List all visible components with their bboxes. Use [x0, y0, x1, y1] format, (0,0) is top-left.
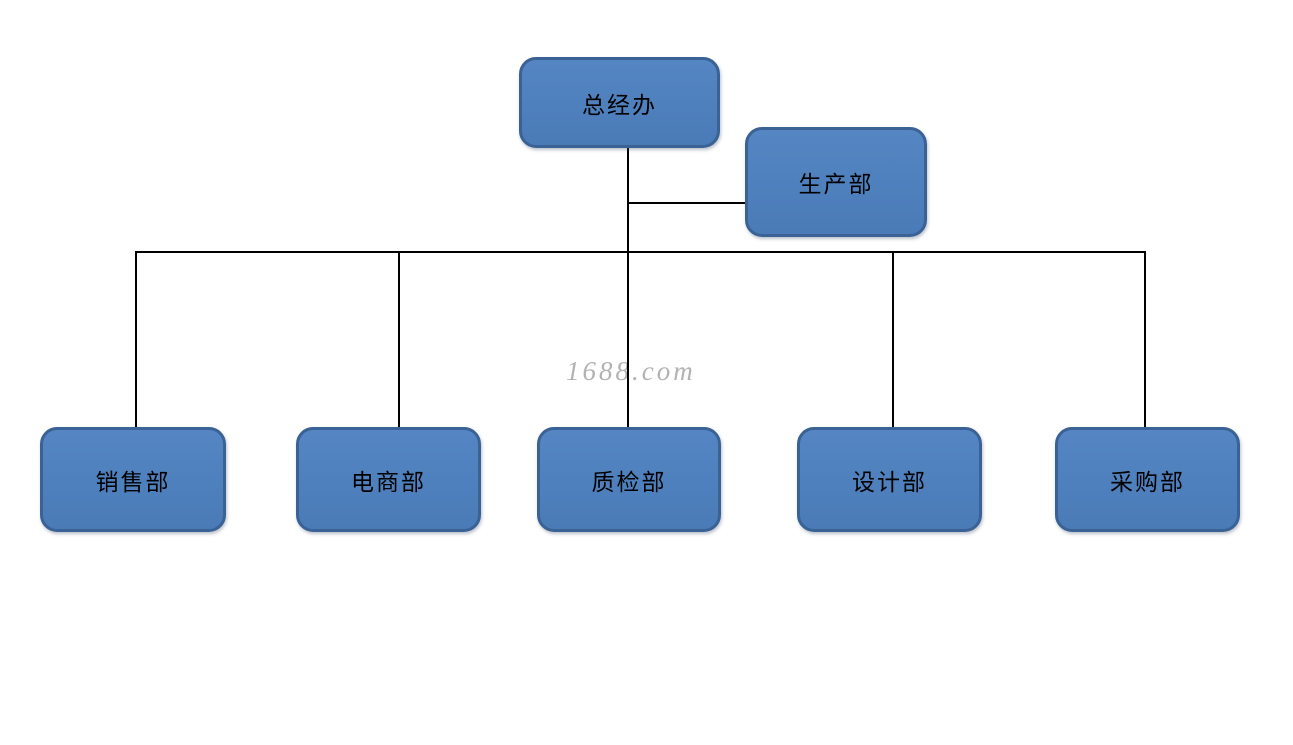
connector-drop-purchasing: [1144, 251, 1146, 427]
watermark-text: 1688.com: [566, 356, 696, 386]
node-ecommerce-dept-label: 电商部: [351, 469, 426, 495]
node-sales-dept: 销售部: [40, 427, 226, 532]
node-general-manager-office: 总经办: [519, 57, 720, 148]
connector-horizontal-bus: [135, 251, 1146, 253]
node-production-dept: 生产部: [745, 127, 927, 237]
node-purchasing-dept-label: 采购部: [1110, 469, 1185, 495]
connector-drop-sales: [135, 251, 137, 427]
node-quality-inspection-dept: 质检部: [537, 427, 721, 532]
connector-root-vertical: [627, 148, 629, 427]
node-sales-dept-label: 销售部: [95, 469, 171, 495]
node-design-dept: 设计部: [797, 427, 982, 532]
node-production-dept-label: 生产部: [798, 172, 874, 197]
node-purchasing-dept: 采购部: [1055, 427, 1240, 532]
connector-drop-ecommerce: [398, 251, 400, 427]
node-ecommerce-dept: 电商部: [296, 427, 481, 532]
connector-drop-design: [892, 251, 894, 427]
node-quality-inspection-dept-label: 质检部: [591, 469, 667, 495]
node-design-dept-label: 设计部: [852, 469, 927, 495]
node-general-manager-office-label: 总经办: [582, 92, 657, 118]
connector-to-production: [627, 202, 745, 204]
